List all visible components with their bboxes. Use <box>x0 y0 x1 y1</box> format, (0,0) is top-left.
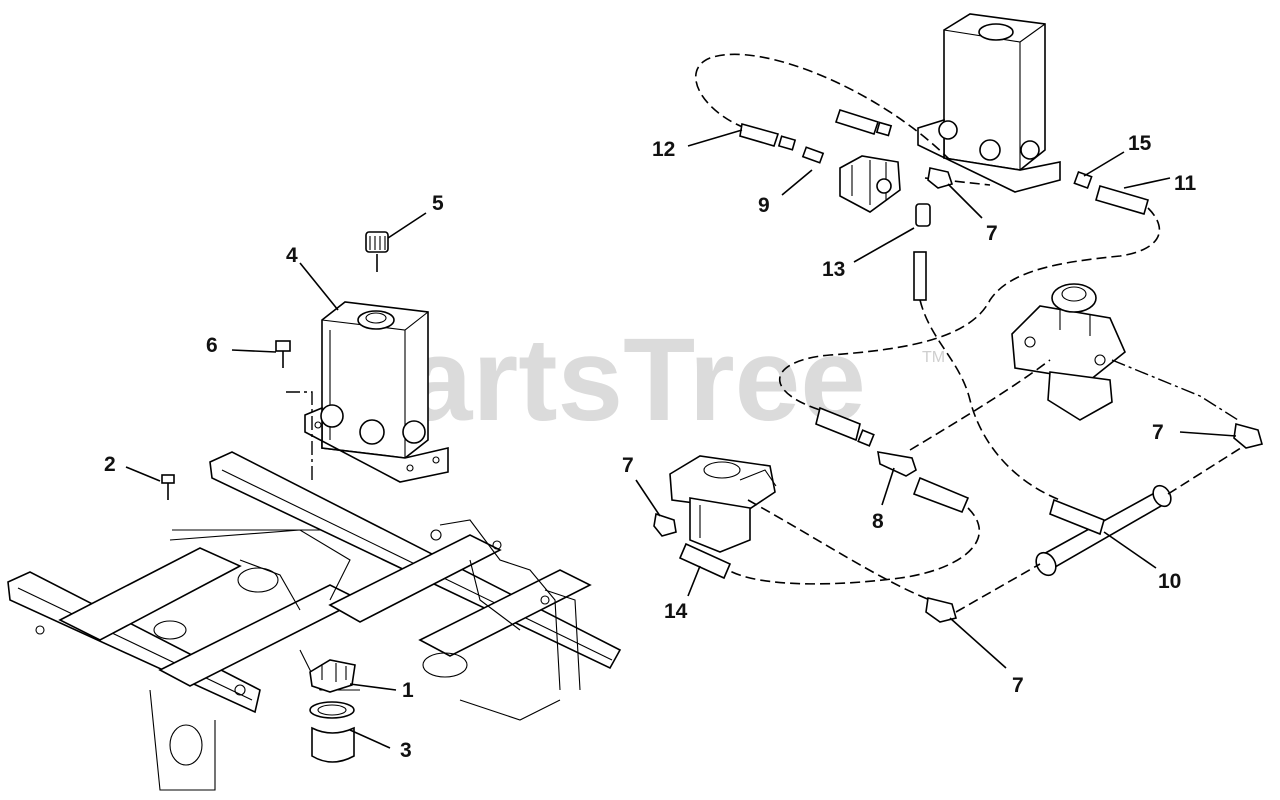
watermark-tm: TM <box>922 349 945 366</box>
callout-13: 13 <box>822 258 845 281</box>
upper-filter-head <box>839 155 901 213</box>
callout-1: 1 <box>402 679 414 702</box>
callout-6: 6 <box>206 334 218 357</box>
callout-14: 14 <box>664 600 688 623</box>
control-valve <box>669 455 777 553</box>
callout-3: 3 <box>400 739 412 762</box>
callout-12: 12 <box>652 138 675 161</box>
callout-8: 8 <box>872 510 884 533</box>
callouts: 1 2 3 4 5 6 7 7 7 7 8 9 10 <box>104 129 1237 762</box>
callout-5: 5 <box>432 192 444 215</box>
hydraulic-pump <box>1011 283 1126 421</box>
bolt-2 <box>161 474 175 500</box>
callout-2: 2 <box>104 453 116 476</box>
bolt-6 <box>275 340 291 368</box>
reservoir-cap <box>365 231 389 272</box>
callout-7-right: 7 <box>1152 421 1164 444</box>
filter-element <box>309 701 355 763</box>
frame-assembly <box>7 451 622 791</box>
callout-9: 9 <box>758 194 770 217</box>
callout-15: 15 <box>1128 132 1152 155</box>
callout-4: 4 <box>286 244 298 267</box>
callout-7-upper: 7 <box>986 222 998 245</box>
hydraulic-reservoir <box>286 301 449 483</box>
callout-11: 11 <box>1174 172 1197 195</box>
callout-10: 10 <box>1158 570 1181 593</box>
upper-reservoir <box>917 13 1061 193</box>
callout-7-left: 7 <box>622 454 634 477</box>
callout-7-bottom: 7 <box>1012 674 1024 697</box>
filter-head <box>309 659 356 693</box>
hose-lines <box>653 53 1263 623</box>
